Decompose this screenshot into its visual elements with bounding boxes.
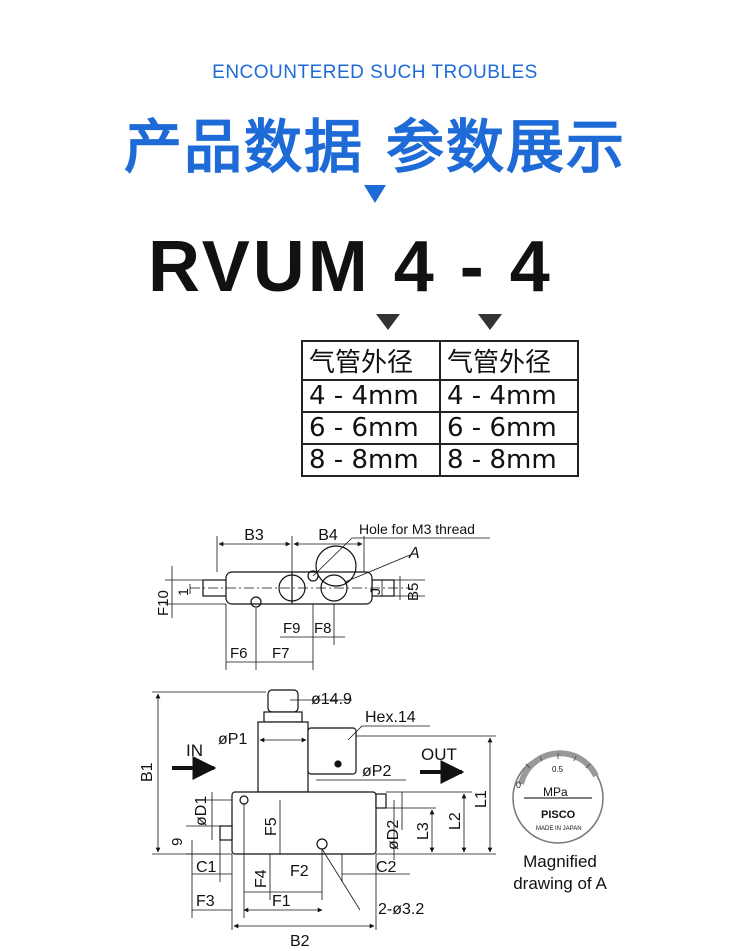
- gauge-scale-mid: 0.5: [552, 765, 564, 774]
- dim-l1: L1: [473, 790, 490, 808]
- table-cell: 6 - 6mm: [301, 411, 441, 445]
- gauge-scale-zero: 0: [516, 780, 521, 790]
- down-triangle-icon: [478, 314, 502, 330]
- dim-d2: øD2: [385, 820, 402, 850]
- table-cell: 8 - 8mm: [439, 443, 579, 477]
- spec-table: 气管外径 气管外径 4 - 4mm 4 - 4mm 6 - 6mm 6 - 6m…: [301, 340, 579, 477]
- table-header-cell: 气管外径: [301, 340, 441, 381]
- section-subtitle: ENCOUNTERED SUCH TROUBLES: [212, 62, 538, 83]
- down-triangle-icon: [364, 185, 386, 203]
- dim-b1: B1: [139, 762, 156, 782]
- gauge-brand: PISCO: [541, 809, 576, 821]
- technical-drawing: B3 B4 Hole for M3 thread A F10 1 J B5 F9…: [139, 521, 604, 950]
- dim-b3: B3: [244, 527, 264, 544]
- dim-l2: L2: [447, 812, 464, 830]
- dim-f7: F7: [272, 645, 290, 662]
- caption-line2: drawing of A: [513, 874, 607, 893]
- out-label: OUT: [421, 745, 457, 764]
- headline-right: 参数展示: [386, 113, 627, 181]
- front-view: [152, 689, 496, 930]
- dim-f4: F4: [253, 869, 270, 888]
- dim-f6: F6: [230, 645, 248, 662]
- table-cell: 6 - 6mm: [439, 411, 579, 445]
- dim-1: 1: [175, 588, 191, 596]
- gauge-caption: Magnified drawing of A: [490, 851, 630, 895]
- dim-f9: F9: [283, 620, 301, 637]
- table-cell: 4 - 4mm: [439, 379, 579, 413]
- headline-left: 产品数据: [123, 113, 364, 181]
- dim-f1: F1: [272, 893, 291, 910]
- gauge-made-in: MADE IN JAPAN: [536, 826, 582, 832]
- dim-f8: F8: [314, 620, 332, 637]
- dim-p1: øP1: [218, 731, 247, 748]
- section-headline: 产品数据参数展示: [0, 100, 750, 184]
- table-row: 4 - 4mm 4 - 4mm: [301, 379, 579, 413]
- dim-b5: B5: [405, 583, 422, 601]
- label-a: A: [408, 545, 420, 562]
- table-cell: 4 - 4mm: [301, 379, 441, 413]
- top-view: [165, 536, 490, 670]
- hole-note-bottom: 2-ø3.2: [378, 901, 424, 918]
- pressure-gauge-icon: [512, 750, 604, 844]
- dim-f2: F2: [290, 863, 309, 880]
- dim-l3: L3: [415, 822, 432, 840]
- table-row: 6 - 6mm 6 - 6mm: [301, 411, 579, 445]
- dim-f10: F10: [155, 590, 172, 616]
- table-row: 气管外径 气管外径: [301, 340, 579, 381]
- dim-j: J: [367, 588, 383, 595]
- caption-line1: Magnified: [523, 852, 597, 871]
- in-label: IN: [186, 741, 203, 760]
- dim-p2: øP2: [362, 763, 391, 780]
- dim-b2: B2: [290, 933, 310, 950]
- table-header-cell: 气管外径: [439, 340, 579, 381]
- dim-c1: C1: [196, 859, 217, 876]
- table-cell: 8 - 8mm: [301, 443, 441, 477]
- table-row: 8 - 8mm 8 - 8mm: [301, 443, 579, 477]
- dim-f3: F3: [196, 893, 215, 910]
- gauge-unit: MPa: [543, 785, 568, 799]
- dim-f5: F5: [263, 817, 280, 836]
- dim-b4: B4: [318, 527, 338, 544]
- dim-9: 9: [169, 838, 186, 846]
- dim-phi14-9: ø14.9: [311, 691, 352, 708]
- dim-c2: C2: [376, 859, 397, 876]
- hole-note: Hole for M3 thread: [359, 521, 475, 537]
- down-triangle-icon: [376, 314, 400, 330]
- hex-note: Hex.14: [365, 709, 416, 726]
- dim-d1: øD1: [193, 796, 210, 826]
- model-code: RVUM 4 - 4: [148, 227, 553, 307]
